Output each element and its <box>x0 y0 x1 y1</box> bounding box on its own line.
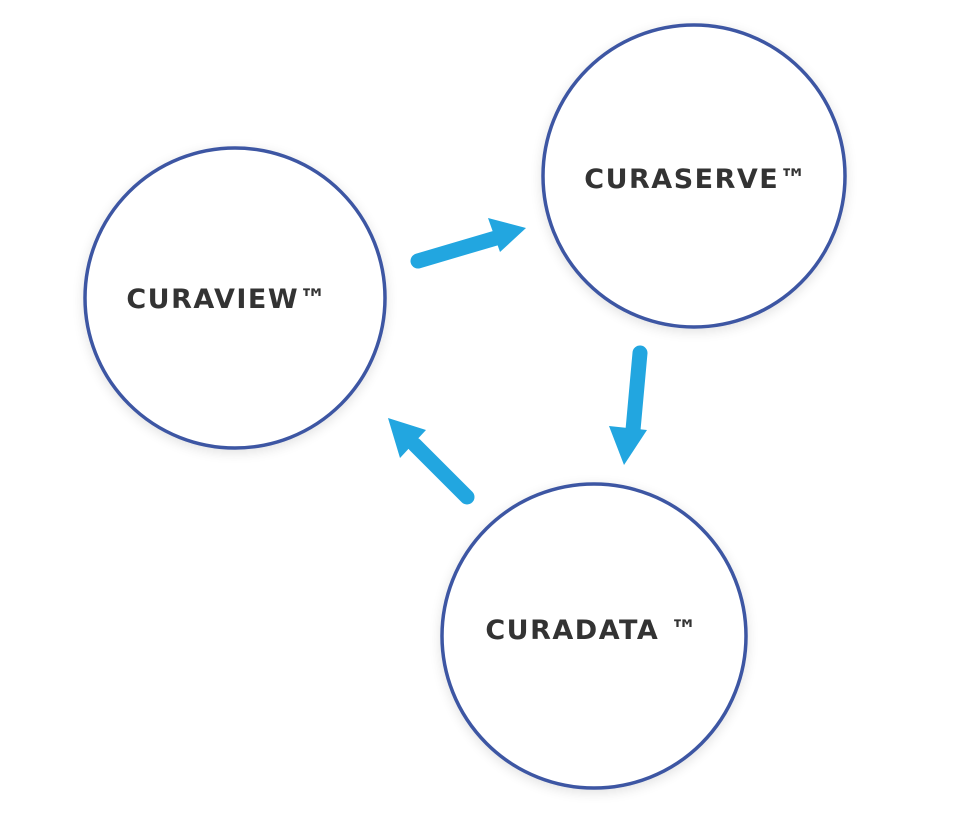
arrow-curadata-to-curaview <box>388 418 475 505</box>
node-curadata-label: CURADATA ™ <box>485 615 698 646</box>
node-curaview-circle <box>83 146 387 450</box>
node-curaserve: CURASERVE™ <box>541 23 847 329</box>
node-curaserve-label: CURASERVE™ <box>584 164 807 195</box>
arrow-curaview-to-curaserve <box>410 218 526 269</box>
node-curaview: CURAVIEW™ <box>83 146 387 450</box>
node-curaview-label: CURAVIEW™ <box>126 284 327 315</box>
node-curadata-circle <box>440 482 748 790</box>
arrow-curaserve-to-curadata <box>609 345 648 465</box>
node-curadata: CURADATA ™ <box>440 482 748 790</box>
node-curaserve-circle <box>541 23 847 329</box>
